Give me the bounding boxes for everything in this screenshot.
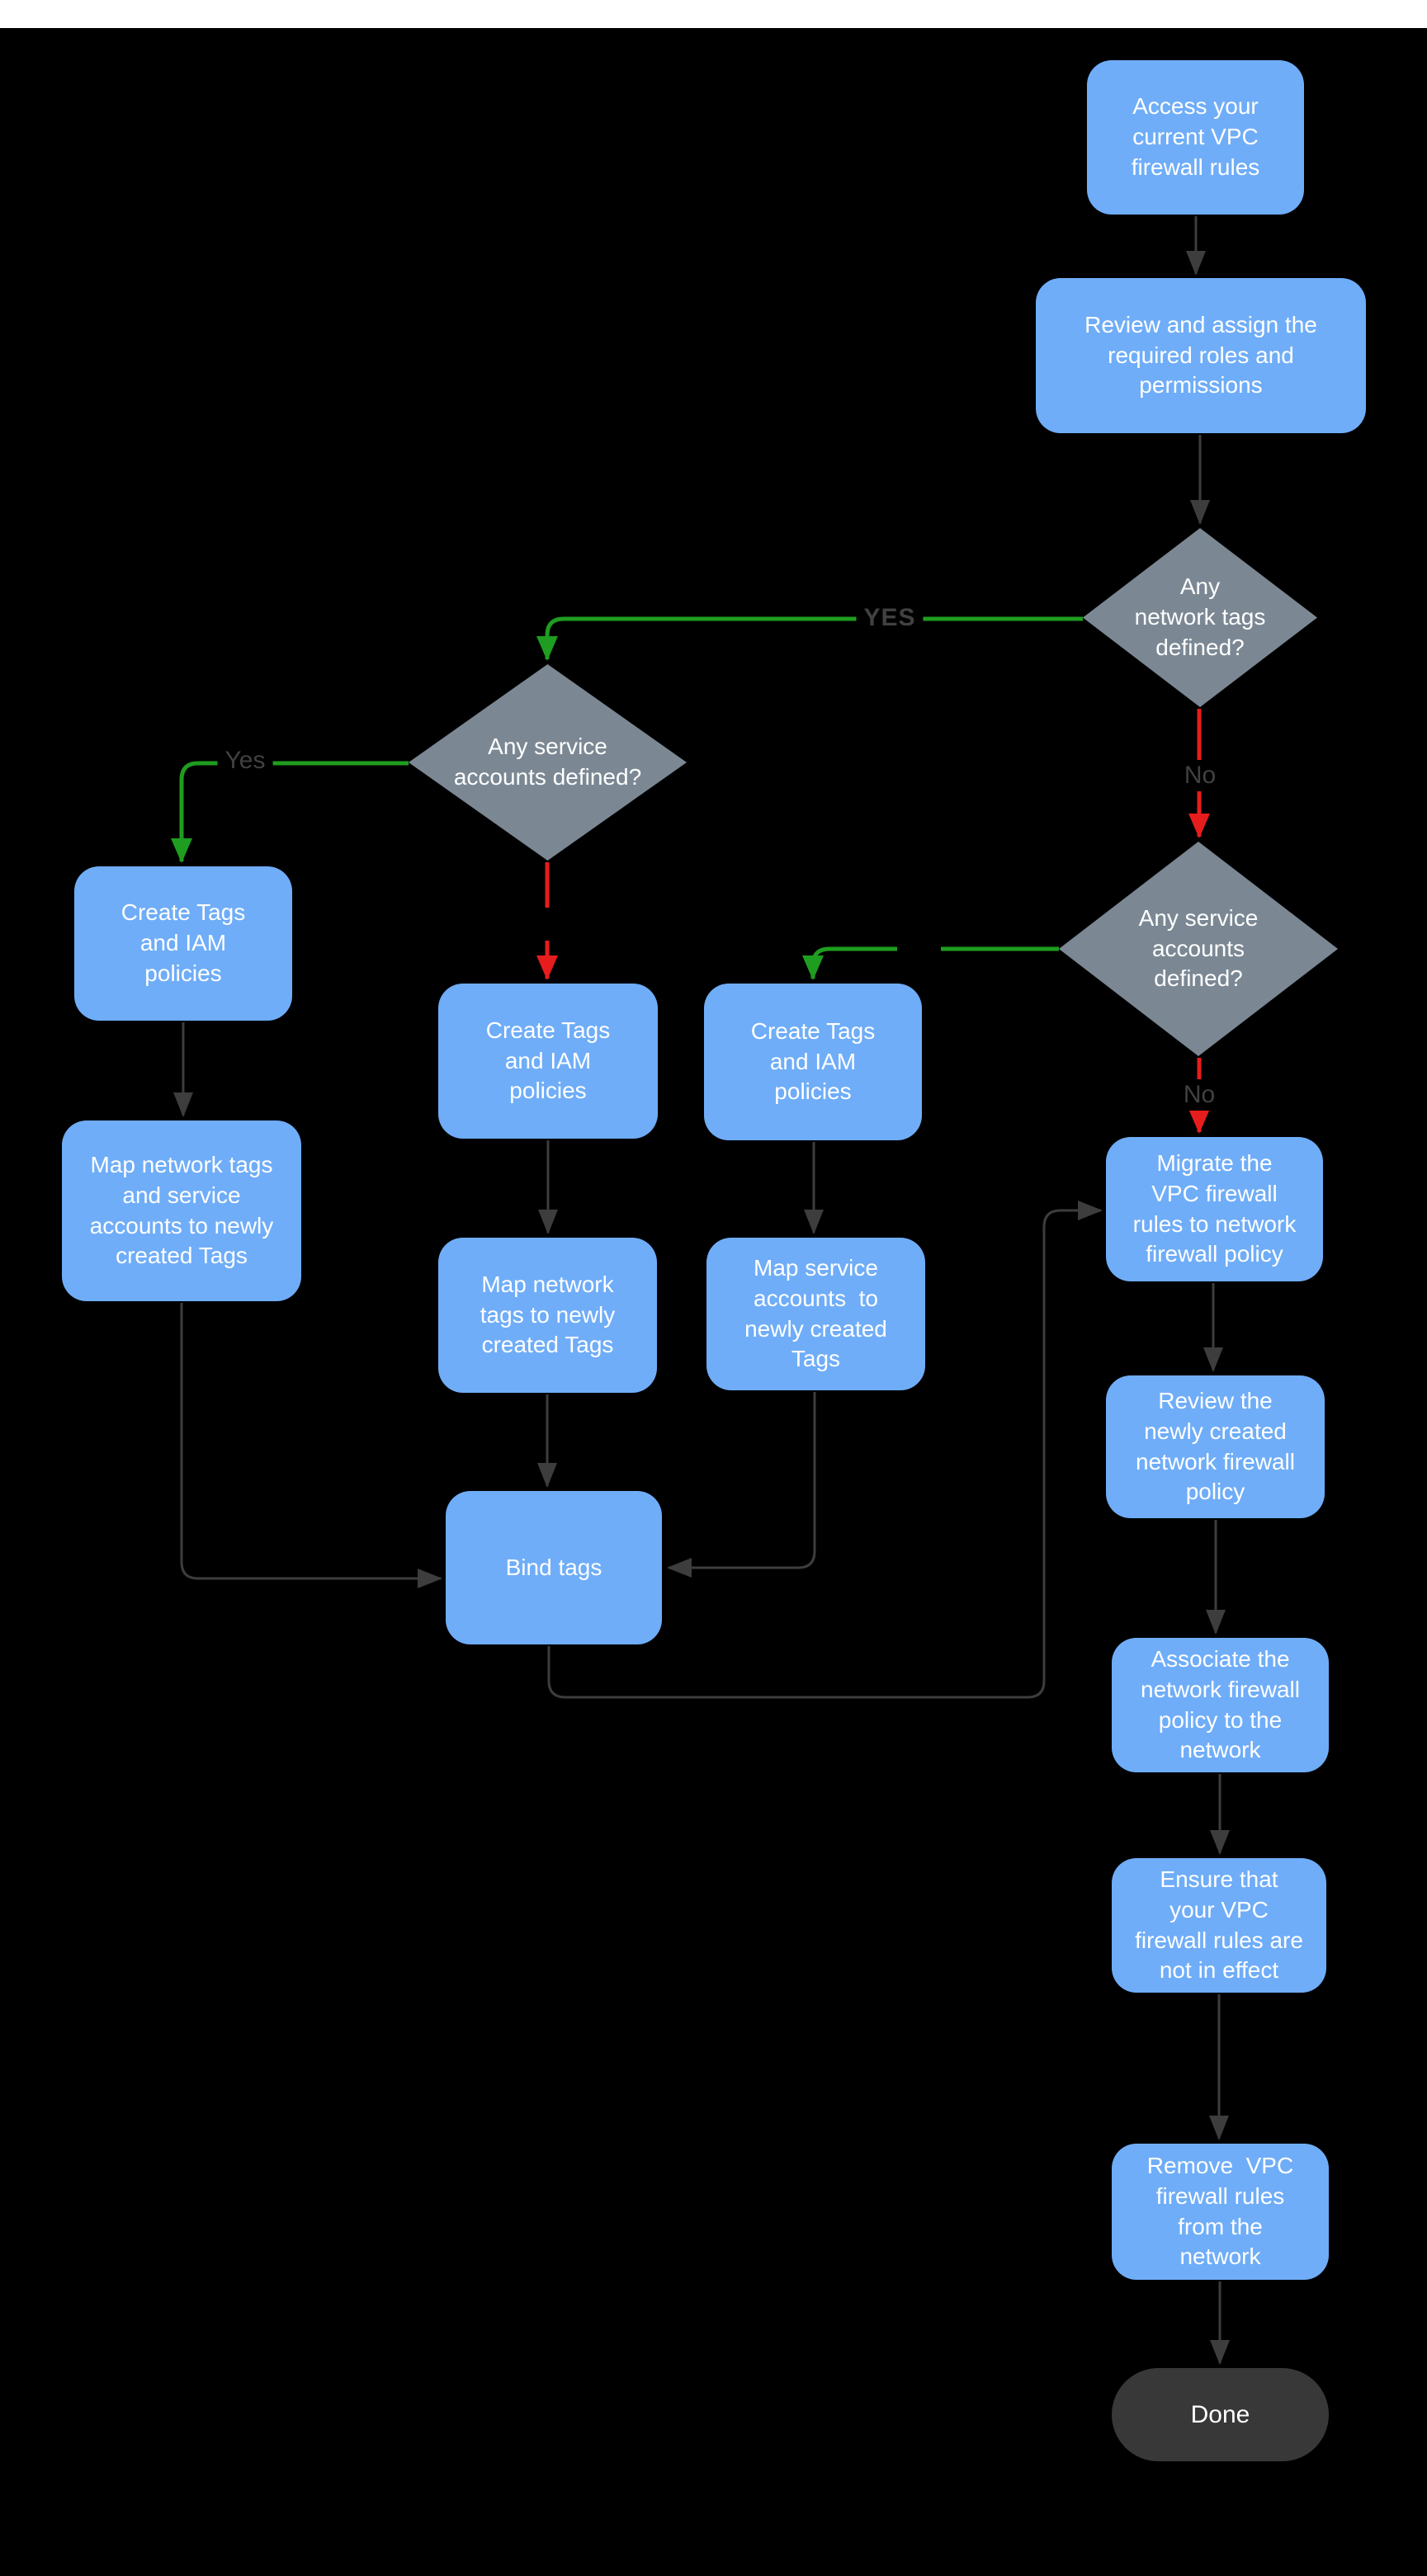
node-review-roles: Review and assign the required roles and…: [1036, 278, 1366, 433]
node-bind-tags-label: Bind tags: [505, 1554, 602, 1580]
node-decision-network-tags-label: Any network tags defined?: [1134, 573, 1266, 660]
node-map-right-label: Map service accounts to newly created Ta…: [744, 1254, 887, 1372]
node-associate: Associate the network firewall policy to…: [1112, 1638, 1329, 1772]
node-associate-label: Associate the network firewall policy to…: [1141, 1645, 1300, 1763]
node-decision-service-accounts-mid-label: Any service accounts defined?: [453, 734, 642, 790]
top-white-strip: [0, 0, 1427, 28]
node-map-right: Map service accounts to newly created Ta…: [706, 1238, 925, 1390]
node-create-tags-right-label: Create Tags and IAM policies: [750, 1017, 876, 1105]
edge-yes-decision1-decisionmid: [536, 616, 1083, 661]
edge-label-yes-upper: YES: [856, 602, 924, 634]
node-access-label: Access your current VPC firewall rules: [1131, 93, 1260, 180]
node-access: Access your current VPC firewall rules: [1087, 60, 1304, 215]
edge-mapleft-bind: [180, 1303, 442, 1588]
node-create-tags-right: Create Tags and IAM policies: [704, 984, 922, 1140]
node-map-mid-label: Map network tags to newly created Tags: [480, 1271, 616, 1358]
node-done: Done: [1112, 2368, 1329, 2461]
node-migrate-label: Migrate the VPC firewall rules to networ…: [1132, 1149, 1297, 1267]
node-ensure: Ensure that your VPC firewall rules are …: [1112, 1858, 1326, 1993]
node-map-mid: Map network tags to newly created Tags: [438, 1238, 657, 1393]
node-migrate: Migrate the VPC firewall rules to networ…: [1106, 1137, 1323, 1281]
node-create-tags-left-label: Create Tags and IAM policies: [120, 899, 246, 986]
edge-yes-decisionright-createright-b: [802, 946, 897, 980]
node-review-roles-label: Review and assign the required roles and…: [1084, 311, 1317, 399]
edge-yes-decisionmid-createleft: [171, 761, 409, 863]
node-remove-label: Remove VPC firewall rules from the netwo…: [1146, 2152, 1294, 2270]
edge-mapright-bind: [667, 1392, 816, 1578]
node-remove: Remove VPC firewall rules from the netwo…: [1112, 2144, 1329, 2280]
node-review-policy: Review the newly created network firewal…: [1106, 1375, 1325, 1518]
node-done-label: Done: [1190, 2400, 1250, 2428]
edge-label-yes-left: Yes: [217, 745, 273, 776]
node-create-tags-left: Create Tags and IAM policies: [74, 866, 292, 1021]
node-create-tags-mid: Create Tags and IAM policies: [438, 984, 658, 1139]
edge-label-no-top: No: [1176, 760, 1224, 791]
node-map-left: Map network tags and service accounts to…: [62, 1121, 301, 1301]
node-map-left-label: Map network tags and service accounts to…: [89, 1151, 274, 1269]
node-review-policy-label: Review the newly created network firewal…: [1136, 1387, 1295, 1505]
node-create-tags-mid-label: Create Tags and IAM policies: [485, 1017, 611, 1104]
edge-bind-migrate: [547, 1201, 1103, 1699]
edge-label-no-mid: No: [1175, 1079, 1223, 1111]
node-ensure-label: Ensure that your VPC firewall rules are …: [1135, 1866, 1303, 1984]
node-bind-tags: Bind tags: [446, 1491, 662, 1644]
node-decision-service-accounts-right-label: Any service accounts defined?: [1138, 904, 1259, 992]
